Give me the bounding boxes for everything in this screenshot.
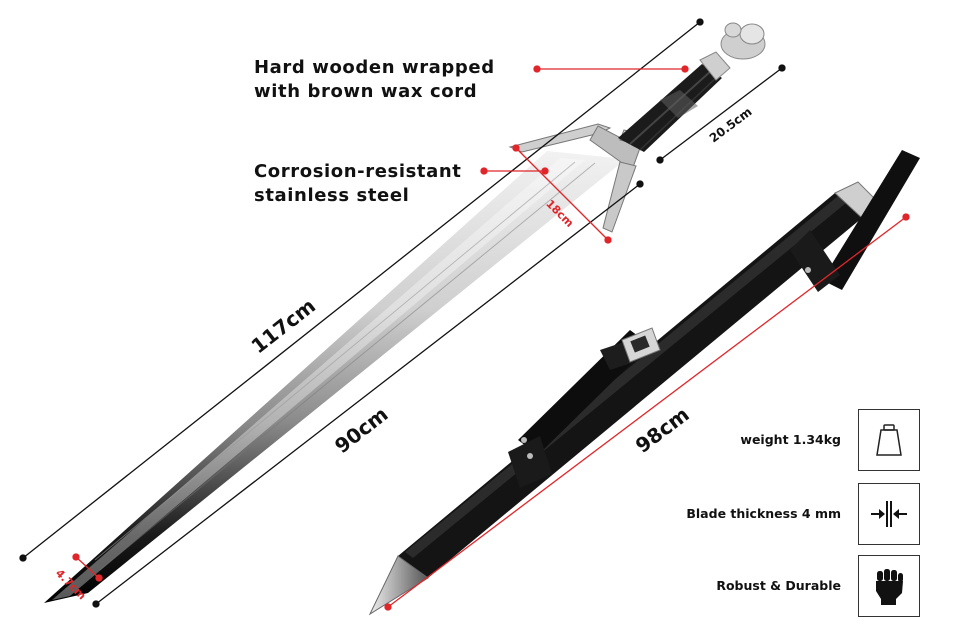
scabbard-tip	[368, 555, 429, 616]
guard-width-line	[515, 147, 609, 241]
scabbard	[368, 150, 920, 616]
handle-callout-line2: with brown wax cord	[254, 81, 478, 103]
scabbard-length-line	[387, 216, 907, 608]
sword-grip	[618, 51, 731, 152]
handle-callout-line1: Hard wooden wrapped	[254, 57, 495, 78]
red-measure-lines	[72, 65, 910, 611]
handle-length-line	[659, 67, 783, 161]
feature-durable-label: Robust & Durable	[716, 578, 841, 593]
sword-pommel	[720, 22, 766, 60]
blade-callout-line1: Corrosion-resistant	[254, 161, 462, 182]
scabbard-body	[398, 193, 862, 578]
measure-lines	[19, 18, 786, 608]
scabbard-strap	[822, 150, 920, 290]
handle-material-callout: Hard wooden wrapped with brown wax cord	[254, 56, 495, 105]
overall-length-line	[22, 21, 701, 559]
blade-length-line	[95, 183, 641, 605]
blade-callout-line2: stainless steel	[254, 185, 410, 207]
feature-weight-label: weight 1.34kg	[740, 432, 841, 447]
tip-width-line	[75, 556, 100, 579]
feature-durable-box	[858, 555, 920, 617]
blade-material-callout: Corrosion-resistant stainless steel	[254, 160, 461, 209]
sword	[44, 22, 766, 603]
blade-shine	[52, 158, 585, 600]
feature-thickness-label: Blade thickness 4 mm	[686, 506, 841, 521]
feature-weight-box	[858, 409, 920, 471]
feature-thickness-box	[858, 483, 920, 545]
